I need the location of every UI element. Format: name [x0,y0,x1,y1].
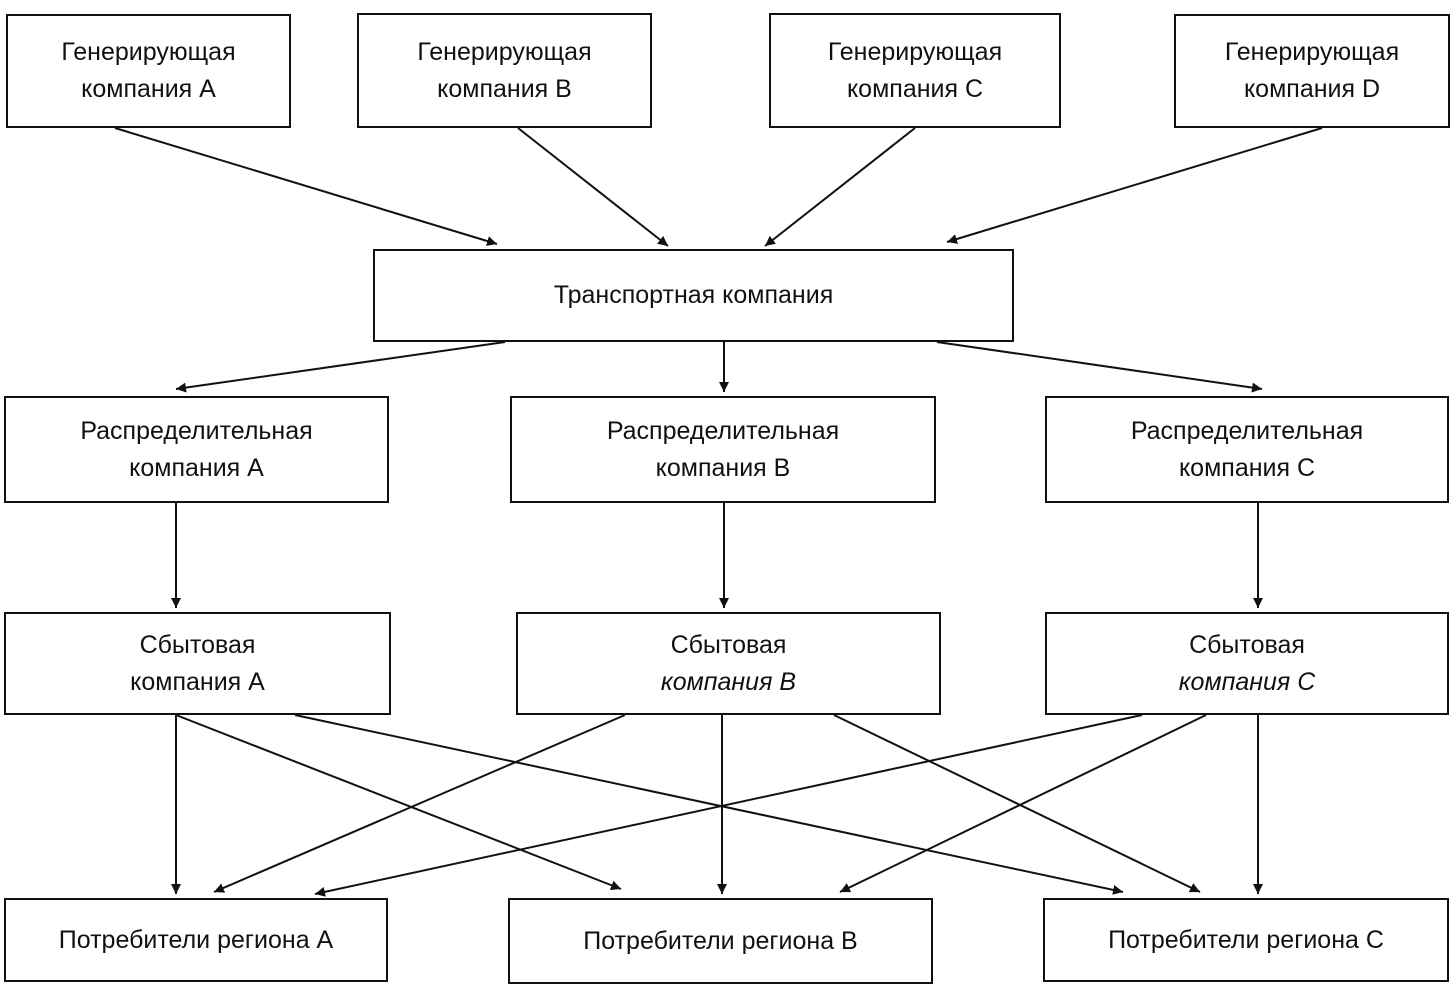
consumers-region-a: Потребители региона A [4,898,388,982]
generation-company-b-line2: компания B [437,74,572,103]
arrow-sales-a-to-cons-b [175,714,622,891]
sales-company-c-line2: компания C [1178,667,1316,696]
arrow-sales-c-to-cons-b [839,714,1207,893]
generation-company-d: Генерирующая компания D [1174,14,1450,128]
generation-company-c-line2: компания C [846,74,984,103]
arrow-transport-to-dist-a [175,341,506,393]
consumers-region-a-label: Потребители региона A [58,925,334,954]
arrow-gen-a-to-transport [114,127,498,246]
distribution-company-c-line1: Распределительная [1130,416,1364,445]
sales-company-a-line1: Сбытовая [139,630,256,659]
arrow-sales-a-to-cons-c [294,714,1124,895]
consumers-region-b-label: Потребители региона B [583,926,858,955]
arrow-gen-b-to-transport [517,127,669,247]
distribution-company-a-line2: компания A [129,453,264,482]
generation-company-a: Генерирующая компания A [6,14,291,128]
transport-company-label: Транспортная компания [553,281,834,309]
sales-company-b-line2: компания B [660,667,797,696]
distribution-company-c: Распределительная компания C [1045,396,1449,503]
generation-company-a-line2: компания A [81,75,216,103]
generation-company-c-line1: Генерирующая [827,37,1003,66]
sales-company-c: Сбытовая компания C [1045,612,1449,715]
arrow-sales-c-to-cons-a [314,714,1143,897]
consumers-region-c-label: Потребители региона C [1108,925,1384,954]
arrow-gen-d-to-transport [946,127,1323,244]
sales-company-a: Сбытовая компания A [4,612,391,715]
consumers-region-b: Потребители региона B [508,898,933,984]
generation-company-c: Генерирующая компания C [769,13,1061,128]
sales-company-c-line1: Сбытовая [1189,630,1305,659]
distribution-company-b-line2: компания B [655,453,791,482]
sales-company-b: Сбытовая компания B [516,612,941,715]
arrow-sales-b-to-cons-a [213,714,626,893]
generation-company-b-line1: Генерирующая [417,37,592,66]
sales-company-b-line1: Сбытовая [670,630,787,659]
consumers-region-c: Потребители региона C [1043,898,1449,982]
distribution-company-b: Распределительная компания B [510,396,936,503]
sales-company-a-line2: компания A [130,667,265,696]
distribution-company-b-line1: Распределительная [606,416,840,445]
generation-company-d-line1: Генерирующая [1224,38,1400,66]
arrow-sales-b-to-cons-c [833,714,1201,893]
distribution-company-a-line1: Распределительная [80,416,313,445]
distribution-company-c-line2: компания C [1178,453,1316,482]
generation-company-a-line1: Генерирующая [61,38,236,66]
transport-company: Транспортная компания [373,249,1014,342]
generation-company-b: Генерирующая компания B [357,13,652,128]
generation-company-d-line2: компания D [1243,75,1381,103]
distribution-company-a: Распределительная компания A [4,396,389,503]
arrow-transport-to-dist-c [936,341,1263,393]
arrow-gen-c-to-transport [764,127,916,247]
